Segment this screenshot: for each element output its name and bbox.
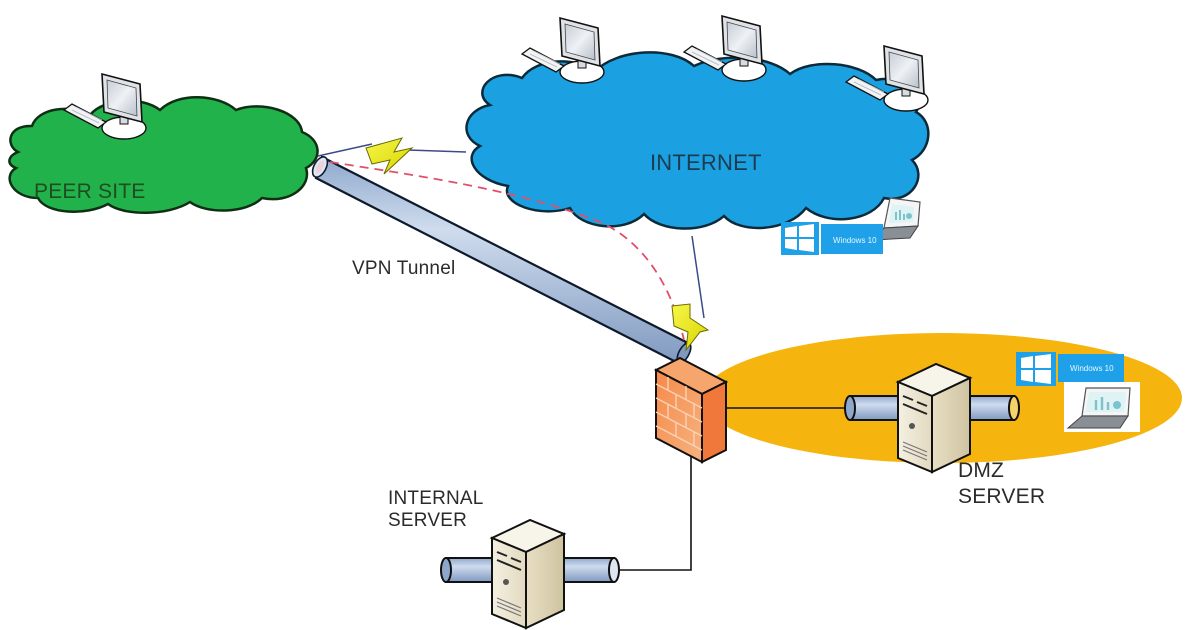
- internal-server-icon: [491, 519, 565, 629]
- peer-site-cloud: [8, 96, 319, 214]
- dmz-windows-badge: Windows 10: [1016, 352, 1124, 386]
- peer-site-label: PEER SITE: [34, 180, 146, 203]
- peer-internet-wireless-link: [317, 137, 467, 175]
- internet-firewall-wireless-link: [671, 235, 710, 352]
- dmz-server-icon: [897, 363, 971, 473]
- vpn-tunnel-label: VPN Tunnel: [352, 258, 456, 279]
- windows-logo-icon: [1021, 354, 1051, 384]
- lightning-bolt-icon: [671, 303, 710, 352]
- internet-cloud: [465, 51, 930, 230]
- internal-server-label: INTERNAL SERVER: [388, 488, 484, 531]
- firewall-internal-line: [616, 452, 692, 571]
- internet-windows-badge-text: Windows 10: [833, 236, 877, 245]
- internet-laptop-icon: [872, 197, 921, 241]
- dmz-windows-badge-text: Windows 10: [1070, 364, 1114, 373]
- dashed-route-path: [329, 161, 685, 341]
- windows-logo-icon: [785, 224, 814, 252]
- internet-label: INTERNET: [650, 150, 762, 175]
- dmz-laptop-icon: [1064, 382, 1140, 432]
- lightning-bolt-icon: [365, 137, 414, 175]
- internet-windows-badge: Windows 10: [781, 222, 883, 255]
- dmz-server-label: DMZ SERVER: [958, 459, 1046, 508]
- firewall-icon: [653, 356, 729, 464]
